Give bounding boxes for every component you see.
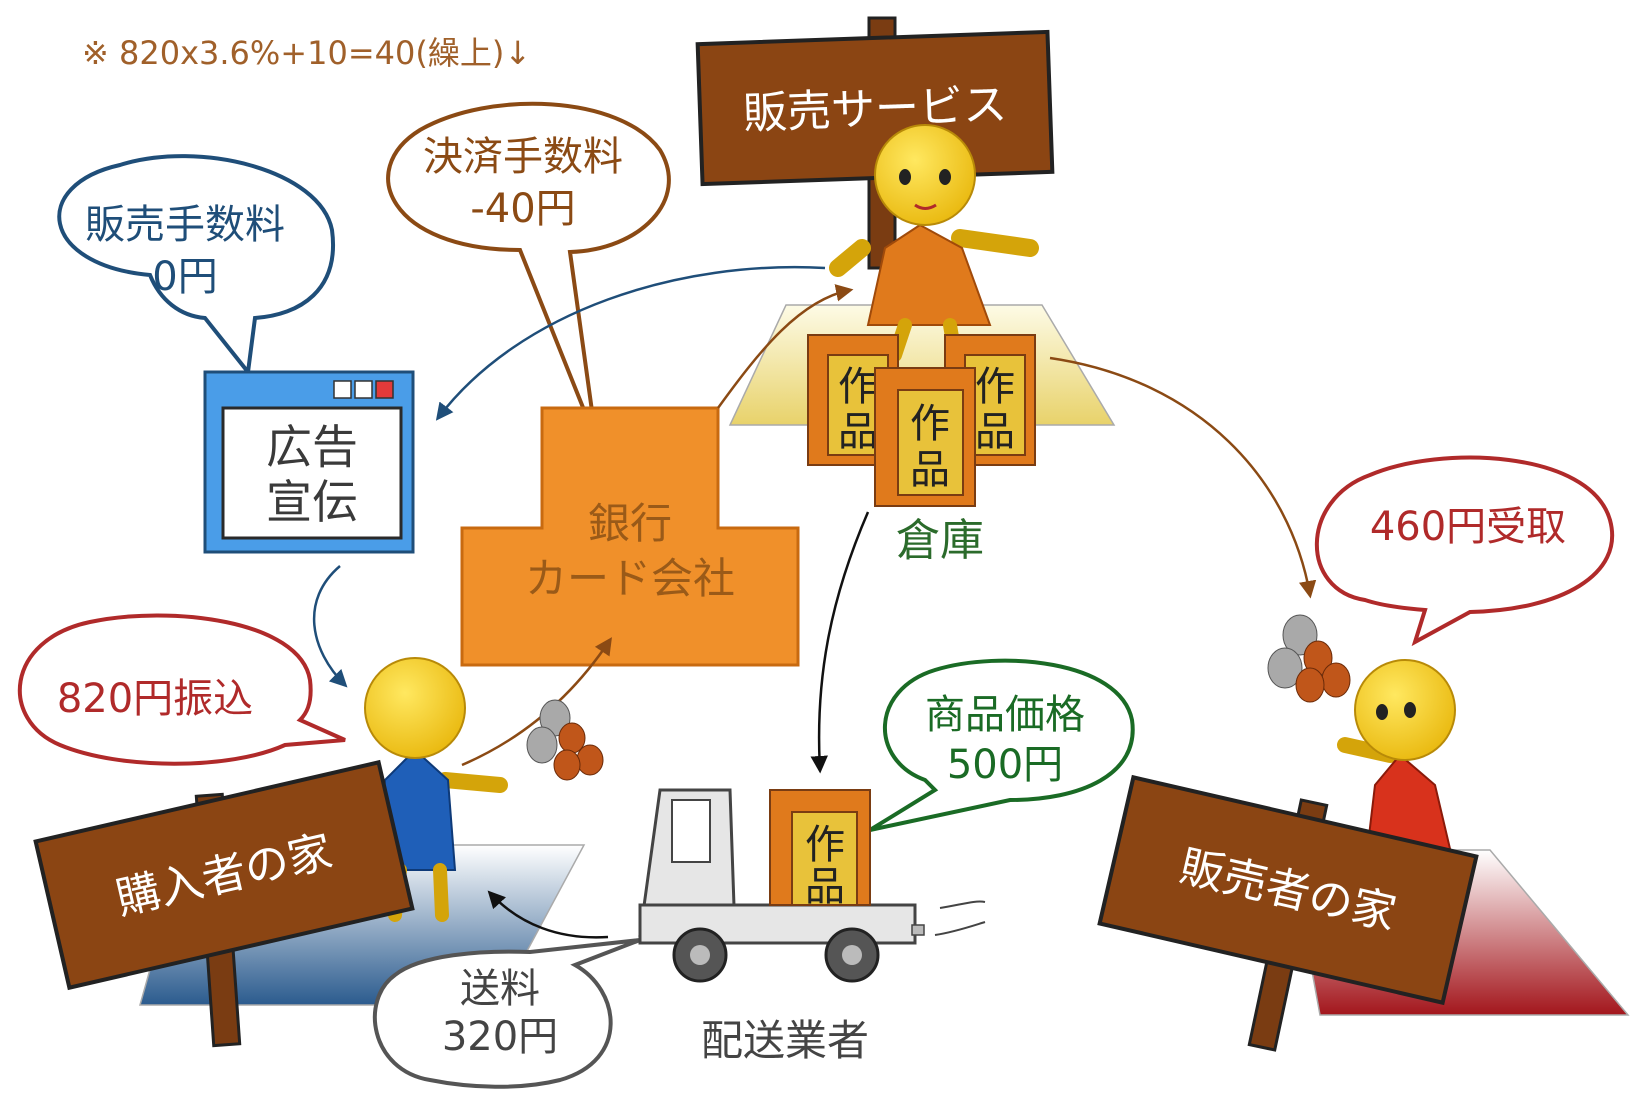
carrier-label: 配送業者 <box>701 1016 869 1065</box>
flow-arrow-service-to-ad <box>435 266 826 421</box>
payment-text: 820円振込 <box>57 676 253 722</box>
window-close-icon <box>375 380 394 399</box>
bank-line2: カード会社 <box>525 554 735 603</box>
warehouse-boxes: 作 品 作 品 作 品 <box>807 334 1036 507</box>
flow-arrow-bank-to-service <box>716 284 854 409</box>
flow-arrow-truck-to-buyer <box>487 890 609 939</box>
sales-fee-line2: 0円 <box>152 254 217 300</box>
product-box-label-2: 品 <box>975 409 1015 455</box>
flow-arrow-warehouse-to-truck <box>810 511 870 774</box>
product-box-label-2: 品 <box>910 447 950 493</box>
product-box-label-1: 作 <box>805 822 845 868</box>
sales-fee-bubble: 販売手数料 0円 <box>57 154 336 377</box>
shipping-line2: 320円 <box>442 1014 558 1060</box>
settlement-fee-bubble: 決済手数料 -40円 <box>386 101 671 441</box>
product-price-bubble: 商品価格 500円 <box>868 658 1135 832</box>
window-minimize-icon <box>333 380 352 399</box>
ad-line1: 広告 <box>266 420 358 474</box>
service-staff-head <box>874 124 976 226</box>
buyer-coins <box>526 699 604 781</box>
settlement-fee-line2: -40円 <box>470 186 575 232</box>
product-box-label-1: 作 <box>910 401 950 447</box>
formula-note: ※ 820x3.6%+10=40(繰上)↓ <box>82 34 531 72</box>
product-price-line2: 500円 <box>947 742 1063 788</box>
seller-home-sign: 販売者の家 <box>1097 774 1479 1052</box>
truck-wheel-rear <box>824 927 880 983</box>
shipping-bubble: 送料 320円 <box>372 938 641 1089</box>
flow-arrow-service-to-seller <box>1049 356 1317 599</box>
warehouse-label: 倉庫 <box>896 515 984 566</box>
truck-wheel-front <box>672 927 728 983</box>
receipt-text: 460円受取 <box>1370 504 1566 550</box>
sales-fee-line1: 販売手数料 <box>85 202 285 248</box>
seller-coins <box>1267 614 1351 703</box>
product-box-label-2: 品 <box>838 409 878 455</box>
bank-building: 銀行 カード会社 <box>460 406 800 667</box>
product-price-line1: 商品価格 <box>925 692 1085 738</box>
product-box-label-1: 作 <box>975 364 1015 410</box>
service-staff-figure <box>829 124 1039 362</box>
truck-product-box: 作 品 <box>769 789 871 910</box>
ad-window: 広告 宣伝 <box>203 370 415 554</box>
flow-arrow-ad-to-buyer <box>312 565 348 688</box>
ad-line2: 宣伝 <box>266 475 358 529</box>
service-sign: 販売サービス <box>695 16 1055 270</box>
buyer-head <box>364 657 466 759</box>
receipt-bubble: 460円受取 <box>1314 455 1614 647</box>
product-box: 作 品 <box>874 367 976 507</box>
service-sign-label: 販売サービス <box>742 79 1008 139</box>
product-box-label-1: 作 <box>838 364 878 410</box>
settlement-fee-line1: 決済手数料 <box>423 134 623 180</box>
delivery-truck: 作 品 <box>638 788 986 983</box>
window-maximize-icon <box>354 380 373 399</box>
payment-bubble: 820円振込 <box>17 613 346 766</box>
bank-line1: 銀行 <box>588 499 672 548</box>
product-box-label-2: 品 <box>805 864 845 910</box>
shipping-line1: 送料 <box>460 966 540 1012</box>
buyer-home-sign: 購入者の家 <box>33 759 415 1048</box>
